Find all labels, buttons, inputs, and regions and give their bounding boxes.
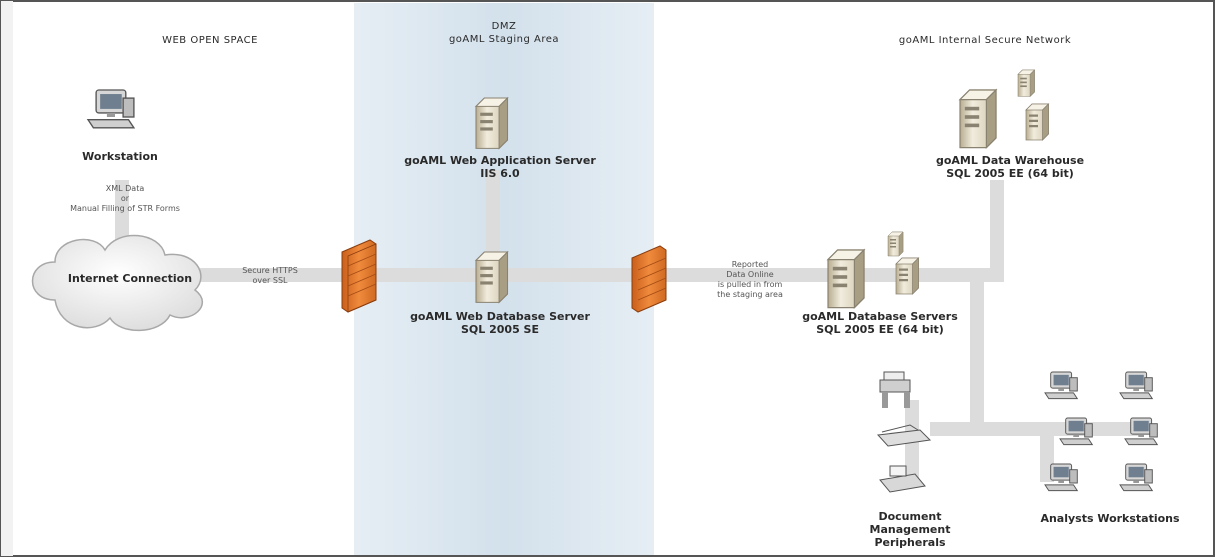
db-servers-label: goAML Database Servers [802, 310, 958, 323]
doc-mgmt-label-3: Peripherals [874, 536, 946, 549]
reported-note-3: is pulled in from [717, 280, 783, 289]
firewall-icon [631, 245, 667, 313]
server-icon [887, 231, 904, 257]
web-app-server-version: IIS 6.0 [480, 167, 520, 180]
server-icon [475, 251, 509, 303]
reported-note-2: Data Online [726, 270, 774, 279]
doc-mgmt-label-2: Management [869, 523, 951, 536]
xml-data-note-3: Manual Filling of STR Forms [70, 204, 180, 213]
peripheral-trunk [970, 280, 984, 435]
scanner-icon [876, 424, 932, 447]
web-db-server-label: goAML Web Database Server [410, 310, 590, 323]
cloud-icon [31, 234, 203, 332]
peripheral-bus [930, 422, 1140, 436]
web-app-server-label: goAML Web Application Server [404, 154, 596, 167]
main-horizontal-link [200, 268, 1000, 282]
data-warehouse-version: SQL 2005 EE (64 bit) [946, 167, 1074, 180]
data-warehouse-label: goAML Data Warehouse [935, 154, 1085, 167]
zone-title-internal: goAML Internal Secure Network [898, 35, 1072, 46]
doc-mgmt-label-1: Document [878, 510, 942, 523]
fax-icon [879, 465, 926, 493]
xml-data-note-1: XML Data [105, 184, 145, 193]
server-icon [827, 249, 865, 309]
server-icon [1025, 103, 1049, 141]
zone-title-web: WEB OPEN SPACE [162, 35, 258, 46]
analysts-label: Analysts Workstations [1040, 512, 1180, 525]
reported-note-1: Reported [731, 260, 769, 269]
printer-icon [879, 371, 911, 408]
server-icon [1017, 69, 1035, 97]
firewall-icon [341, 239, 377, 313]
server-icon [475, 97, 509, 149]
server-icon [959, 89, 997, 149]
zone-subtitle-dmz: goAML Staging Area [448, 34, 560, 45]
internet-connection-label: Internet Connection [67, 272, 193, 285]
reported-note-4: the staging area [717, 290, 783, 299]
xml-data-note-2: or [120, 194, 130, 203]
warehouse-link [990, 180, 1004, 282]
server-icon [895, 257, 919, 295]
web-db-server-version: SQL 2005 SE [461, 323, 539, 336]
https-note-1: Secure HTTPS [242, 266, 298, 275]
workstation-label: Workstation [82, 150, 158, 163]
https-note-2: over SSL [252, 276, 288, 285]
db-servers-version: SQL 2005 EE (64 bit) [816, 323, 944, 336]
left-gutter [1, 1, 13, 556]
zone-title-dmz: DMZ [491, 21, 517, 32]
